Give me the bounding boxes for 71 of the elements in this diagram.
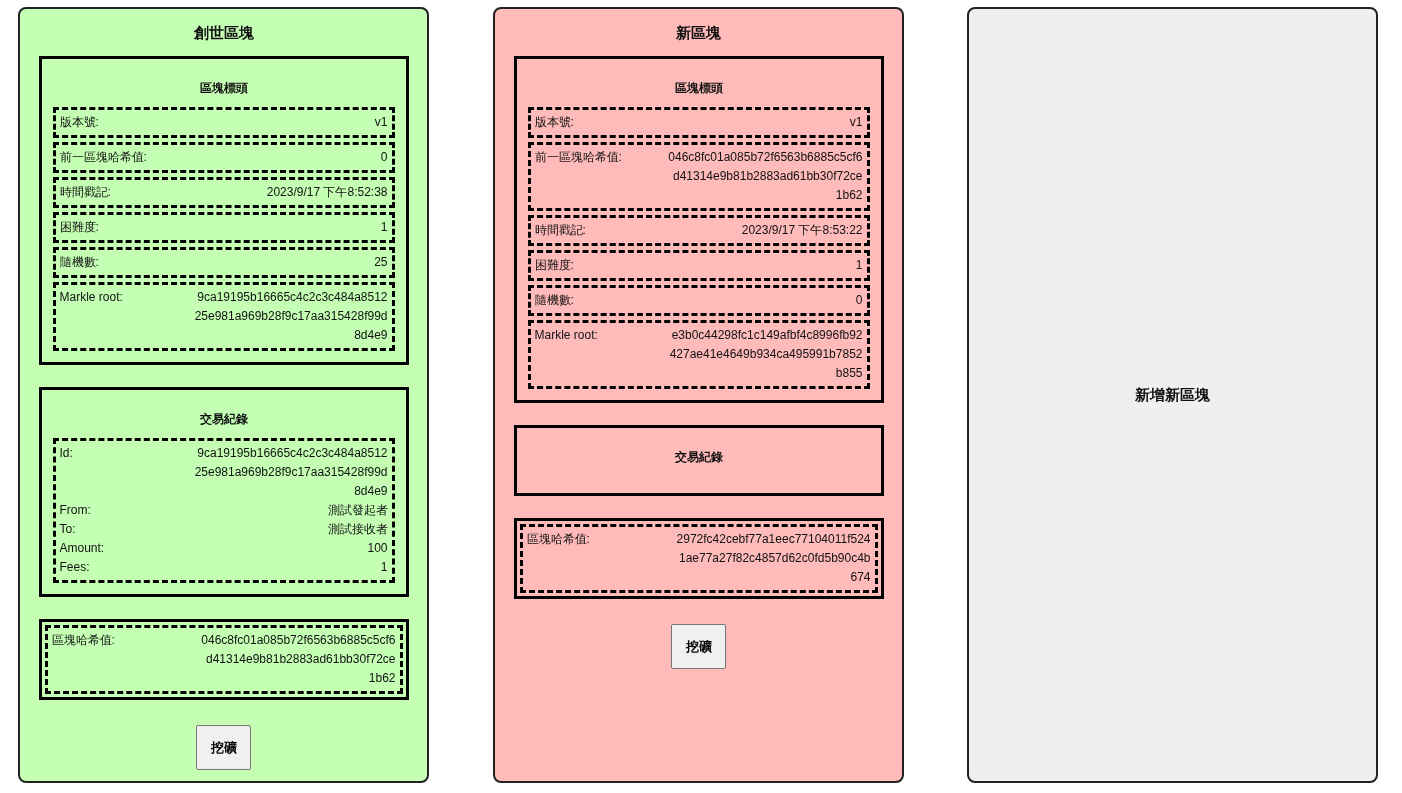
field-value: 9ca19195b16665c4c2c3c484a851225e981a969b28f9c17aa315428f99d8d4e9 (193, 445, 388, 500)
field-value: 100 (366, 540, 388, 557)
field-row (527, 250, 870, 281)
mine-button: 挖礦 (196, 725, 251, 770)
field-value: 0 (379, 149, 388, 166)
field-label: 困難度: (534, 257, 575, 274)
field-label: Markle root: (59, 289, 124, 306)
section-title: 區塊標頭 (673, 80, 724, 97)
section-title: 區塊標頭 (198, 80, 249, 97)
field-label: 前一區塊哈希值: (59, 149, 148, 166)
field-value: 046c8fc01a085b72f6563b6885c5cf6d41314e9b81b2883ad61bb30f72ce1b62 (667, 149, 863, 204)
field-row (52, 247, 395, 278)
hash-panel (513, 518, 884, 599)
section-title: 交易紀錄 (673, 449, 724, 466)
field-label: 區塊哈希值: (51, 632, 116, 649)
hash-panel (38, 619, 409, 700)
card-title: 創世區塊 (193, 23, 254, 43)
field-row (44, 625, 403, 694)
field-label: 版本號: (59, 114, 100, 131)
field-label: 時間戳記: (59, 184, 112, 201)
field-row (52, 177, 395, 208)
field-value: 1 (854, 257, 863, 274)
field-value: v1 (373, 114, 388, 131)
field-row (527, 285, 870, 316)
block-card (18, 7, 429, 783)
field-row (527, 215, 870, 246)
field-row (52, 212, 395, 243)
field-value: 25 (373, 254, 388, 271)
field-value: 測試接收者 (326, 521, 388, 538)
mine-button: 挖礦 (671, 624, 726, 669)
field-label: 隨機數: (534, 292, 575, 309)
field-row (527, 107, 870, 138)
field-row (52, 282, 395, 351)
add-block-card (967, 7, 1378, 783)
card-title: 新增新區塊 (1135, 385, 1210, 405)
field-label: 時間戳記: (534, 222, 587, 239)
field-value: 2023/9/17 下午8:52:38 (265, 184, 388, 201)
card-title: 新區塊 (676, 23, 721, 43)
field-value: 2972fc42cebf77a1eec77104011f5241ae77a27f82c4857d62c0fd5b90c4b674 (675, 531, 871, 586)
section-title: 交易紀錄 (198, 411, 249, 428)
field-label: 困難度: (59, 219, 100, 236)
field-row (52, 107, 395, 138)
field-value: 1 (379, 559, 388, 576)
field-label: Amount: (59, 540, 106, 557)
field-label: Markle root: (534, 327, 599, 344)
field-label: 版本號: (534, 114, 575, 131)
field-row (52, 438, 395, 583)
field-value: 1 (379, 219, 388, 236)
field-label: 前一區塊哈希值: (534, 149, 623, 166)
field-label: To: (59, 521, 77, 538)
field-label: Fees: (59, 559, 91, 576)
field-row (527, 142, 870, 211)
field-label: From: (59, 502, 92, 519)
field-row (519, 524, 878, 593)
field-value: v1 (848, 114, 863, 131)
field-value: e3b0c44298fc1c149afbf4c8996fb92427ae41e4649b934ca495991b7852b855 (668, 327, 863, 382)
field-label: 區塊哈希值: (526, 531, 591, 548)
field-value: 測試發起者 (326, 502, 388, 519)
field-value: 046c8fc01a085b72f6563b6885c5cf6d41314e9b81b2883ad61bb30f72ce1b62 (200, 632, 396, 687)
block-card (493, 7, 904, 783)
field-row (527, 320, 870, 389)
field-value: 9ca19195b16665c4c2c3c484a851225e981a969b28f9c17aa315428f99d8d4e9 (193, 289, 388, 344)
section-panel (513, 56, 884, 403)
field-row (52, 142, 395, 173)
field-label: Id: (59, 445, 74, 462)
section-panel (38, 387, 409, 597)
field-value: 2023/9/17 下午8:53:22 (740, 222, 863, 239)
field-label: 隨機數: (59, 254, 100, 271)
field-value: 0 (854, 292, 863, 309)
section-panel (513, 425, 884, 496)
section-panel (38, 56, 409, 365)
